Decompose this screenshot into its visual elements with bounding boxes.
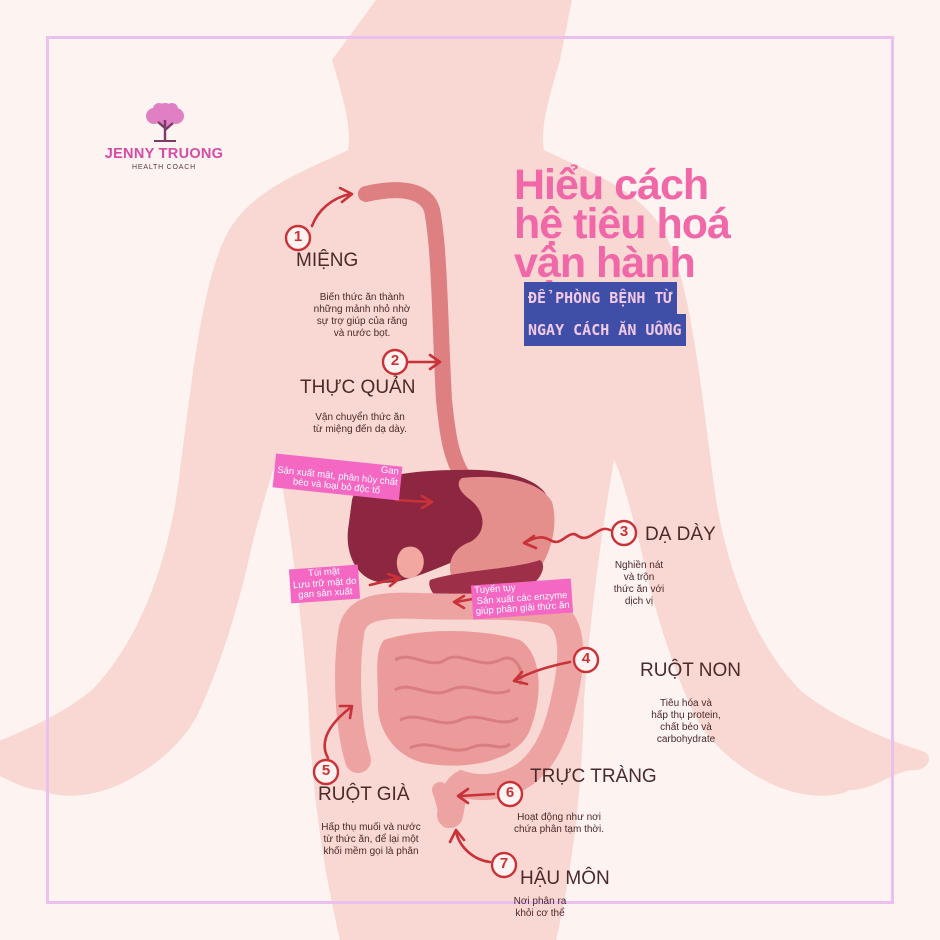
gallbladder (396, 546, 424, 579)
arrow-3 (524, 527, 612, 544)
step-circle-4 (572, 646, 600, 674)
step-circle-2 (381, 348, 409, 376)
headline-banner-1: ĐỂ PHÒNG BỆNH TỪ (524, 282, 677, 314)
step-label-4: RUỘT NON (640, 660, 741, 681)
small-intestine (377, 631, 539, 766)
step-circle-6 (496, 780, 524, 808)
step-circle-7 (490, 851, 518, 879)
arrow-2-head (428, 353, 442, 371)
arrow-6-head (456, 787, 470, 805)
step-number-6: 6 (505, 784, 515, 801)
arrow-1-head (338, 186, 354, 204)
headline-line-1: Hiểu cách (514, 161, 709, 209)
intestine-fold (394, 655, 523, 686)
arrow-7-head (448, 828, 466, 844)
arrow-4 (514, 660, 572, 682)
brand-subtitle: HEALTH COACH (132, 164, 196, 171)
step-number-2: 2 (390, 352, 400, 369)
arrow-liver-head (420, 494, 434, 510)
step-label-3: DẠ DÀY (645, 524, 716, 545)
esophagus (358, 182, 472, 486)
step-circle-5 (312, 758, 340, 786)
step-circle-1 (284, 224, 312, 252)
large-intestine (335, 592, 584, 828)
headline-line-3: vận hành (514, 239, 696, 287)
arrow-liver (394, 498, 432, 504)
step-label-1: MIỆNG (296, 250, 359, 271)
step-label-2: THỰC QUẢN (300, 377, 416, 398)
step-label-6: TRỰC TRÀNG (530, 766, 657, 787)
arrow-6 (458, 792, 496, 798)
step-number-1: 1 (293, 228, 303, 245)
intestine-fold (394, 685, 511, 695)
headline-banner-2: NGAY CÁCH ĂN UỐNG (524, 314, 686, 346)
step-circle-3 (610, 519, 638, 547)
arrow-1 (310, 192, 352, 228)
brand-name: JENNY TRUONG (104, 146, 224, 162)
arrow-gallbladder-head (386, 572, 402, 588)
rectum (432, 782, 456, 828)
arrow-4-head (512, 670, 529, 686)
arrow-pancreas-head (452, 594, 466, 610)
headline-line-2: hệ tiêu hoá (514, 200, 731, 248)
step-number-7: 7 (499, 855, 509, 872)
arrow-3-head (522, 534, 538, 550)
step-label-7: HẬU MÔN (520, 868, 610, 889)
step-number-5: 5 (321, 762, 331, 779)
intestine-fold (409, 742, 511, 752)
arrow-gallbladder (368, 576, 400, 587)
step-number-3: 3 (619, 523, 629, 540)
tree-logo-icon (146, 103, 184, 142)
arrow-7 (454, 830, 492, 864)
arrow-5 (323, 706, 352, 760)
step-number-4: 4 (581, 650, 591, 667)
arrow-5-head (338, 704, 354, 720)
step-label-5: RUỘT GIÀ (318, 784, 410, 805)
intestine-fold (399, 715, 519, 725)
